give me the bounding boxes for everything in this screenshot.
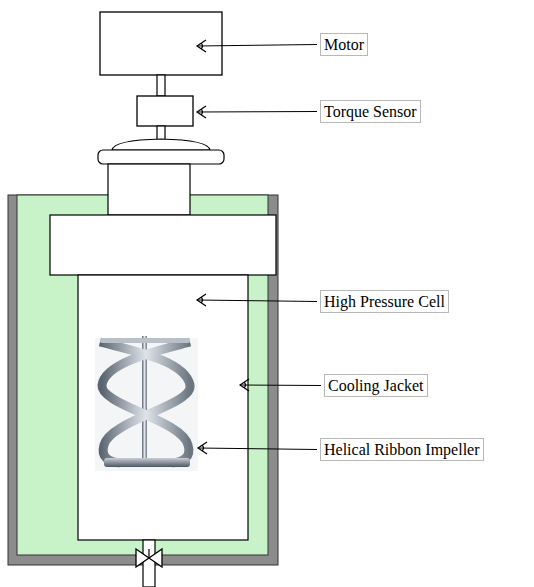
- dome-cap: [112, 139, 210, 150]
- high-pressure-cell: [78, 275, 248, 540]
- label-box: High Pressure Cell: [320, 290, 449, 313]
- jacket-wall: [8, 195, 278, 565]
- leader-line: [197, 45, 317, 47]
- cell-head: [50, 215, 276, 275]
- valve-stem: [148, 549, 149, 558]
- leader-arrowhead: [198, 442, 207, 454]
- part-label: High Pressure Cell: [324, 292, 445, 311]
- leader-arrowhead: [197, 294, 206, 306]
- leader-line: [197, 111, 317, 113]
- leader-arrowhead: [240, 379, 249, 391]
- drain-pipe: [143, 540, 155, 587]
- helical-ribbon-impeller: [95, 336, 198, 471]
- label-box: Helical Ribbon Impeller: [320, 438, 484, 461]
- part-label: Cooling Jacket: [328, 376, 424, 395]
- part-label: Helical Ribbon Impeller: [324, 440, 480, 459]
- part-label: Torque Sensor: [324, 102, 417, 121]
- torque-sensor-box: [137, 96, 193, 126]
- leader-line: [240, 385, 321, 387]
- label-box: Cooling Jacket: [324, 374, 428, 397]
- leader-arrowhead: [197, 106, 206, 118]
- leader-line: [197, 300, 317, 302]
- leader-arrowhead: [197, 40, 206, 52]
- shaft: [157, 75, 165, 96]
- flange: [98, 150, 224, 164]
- cell-neck: [108, 164, 190, 215]
- label-box: Motor: [320, 33, 368, 56]
- leader-line: [198, 448, 317, 450]
- valve-symbol: [136, 549, 162, 567]
- part-label: Motor: [324, 35, 364, 54]
- label-box: Torque Sensor: [320, 100, 421, 123]
- motor-box: [100, 12, 222, 75]
